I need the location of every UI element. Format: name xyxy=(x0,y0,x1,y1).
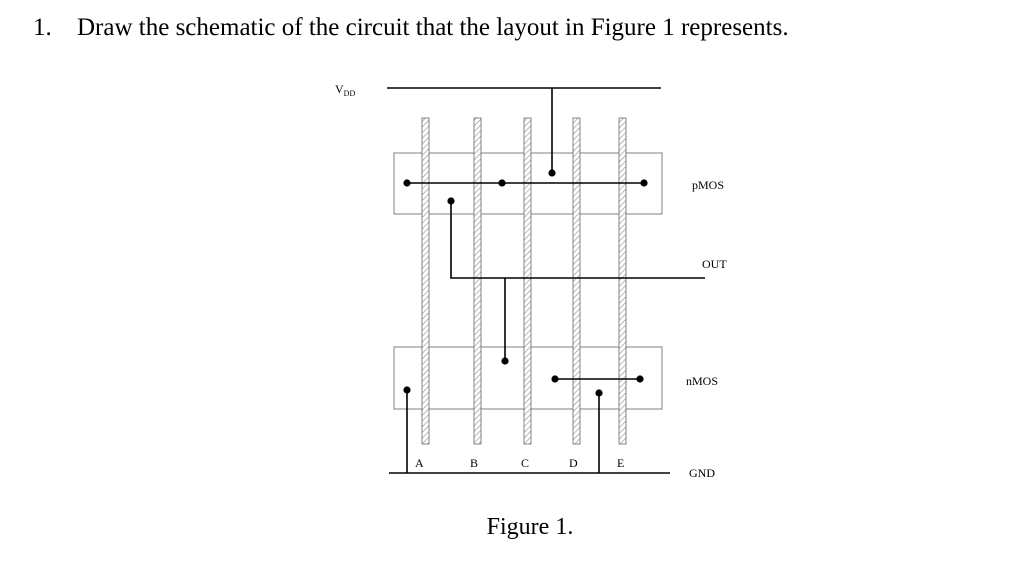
pmos-label: pMOS xyxy=(692,178,724,192)
poly-gate-a xyxy=(421,117,430,445)
gate-label-c: C xyxy=(521,456,529,470)
nmos-label: nMOS xyxy=(686,374,718,388)
contact xyxy=(640,179,648,187)
vdd-label-main: V xyxy=(335,82,344,96)
out-wire xyxy=(450,201,705,279)
contact xyxy=(595,389,603,397)
vdd-label-sub: DD xyxy=(344,89,356,98)
question-text: Draw the schematic of the circuit that t… xyxy=(77,14,789,41)
contact xyxy=(636,375,644,383)
contact xyxy=(498,179,506,187)
poly-gate-e xyxy=(618,117,627,445)
contact xyxy=(403,179,411,187)
question-number: 1. xyxy=(33,14,52,41)
poly-gate-d xyxy=(572,117,581,445)
contact xyxy=(447,197,455,205)
contact xyxy=(548,169,556,177)
gate-label-a: A xyxy=(415,456,424,470)
out-label: OUT xyxy=(702,257,727,271)
contact xyxy=(551,375,559,383)
gate-label-b: B xyxy=(470,456,478,470)
gate-label-e: E xyxy=(617,456,624,470)
gate-label-d: D xyxy=(569,456,578,470)
question: 1. Draw the schematic of the circuit that… xyxy=(33,14,789,42)
gnd-label: GND xyxy=(689,466,715,480)
poly-gate-b xyxy=(473,117,482,445)
vdd-label: VDD xyxy=(335,82,355,98)
figure-caption: Figure 1. xyxy=(486,514,574,540)
contact xyxy=(403,386,411,394)
contact xyxy=(501,357,509,365)
poly-gate-c xyxy=(523,117,532,445)
